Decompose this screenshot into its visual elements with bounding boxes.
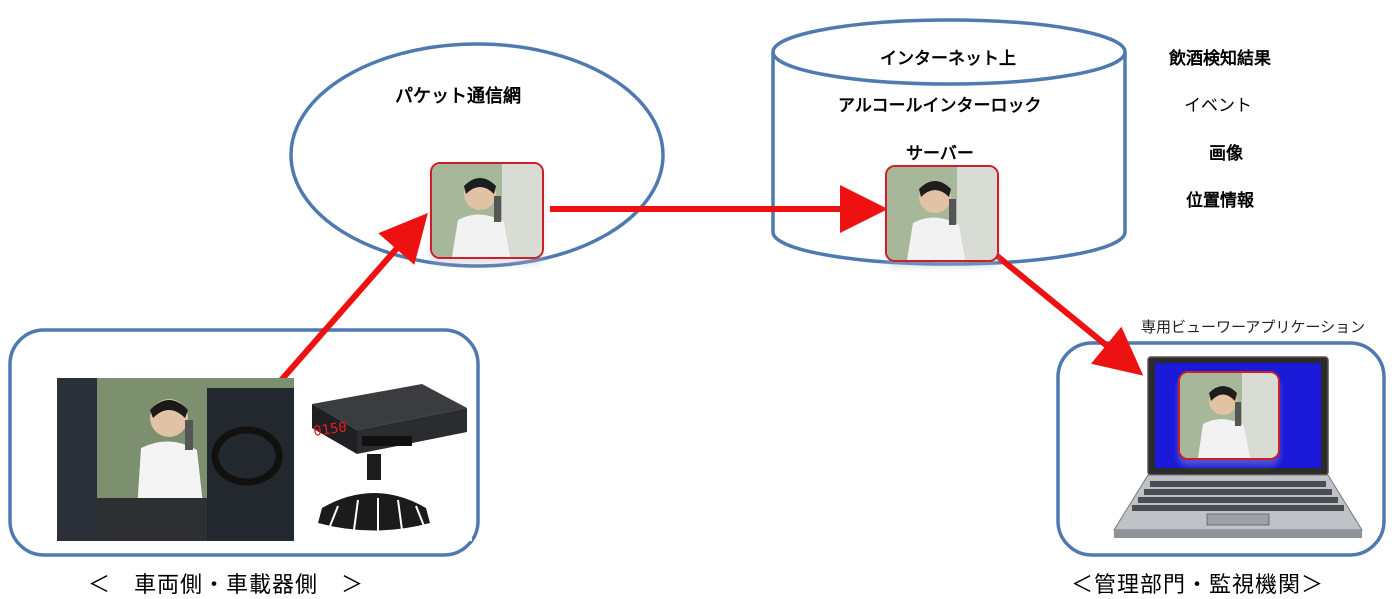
- car-driver-photo: [57, 378, 294, 541]
- arrow-server-to-viewer: [994, 252, 1144, 376]
- server-label-server: サーバー: [906, 144, 974, 164]
- data-item-event: イベント: [1184, 96, 1252, 116]
- server-label-interlock: アルコールインターロック: [838, 96, 1042, 116]
- arrow-vehicle-to-network: [259, 212, 428, 404]
- data-item-location: 位置情報: [1186, 191, 1254, 211]
- driver-photo-server: [885, 165, 999, 262]
- packet-network-label: パケット通信網: [395, 86, 521, 107]
- vehicle-side-caption: ＜ 車両側・車載器側 ＞: [88, 573, 365, 598]
- data-item-drinking-result: 飲酒検知結果: [1169, 49, 1271, 69]
- server-label-internet: インターネット上: [880, 49, 1016, 69]
- device-display-readout: 0150: [312, 419, 348, 440]
- viewer-app-label: 専用ビューワーアプリケーション: [1141, 318, 1366, 336]
- driver-photo-viewer: [1178, 371, 1280, 460]
- driver-photo-network: [430, 162, 544, 259]
- management-caption: ＜管理部門・監視機関＞: [1071, 573, 1325, 598]
- data-item-image: 画像: [1209, 144, 1243, 164]
- in-vehicle-device-photo: 0150: [302, 378, 472, 541]
